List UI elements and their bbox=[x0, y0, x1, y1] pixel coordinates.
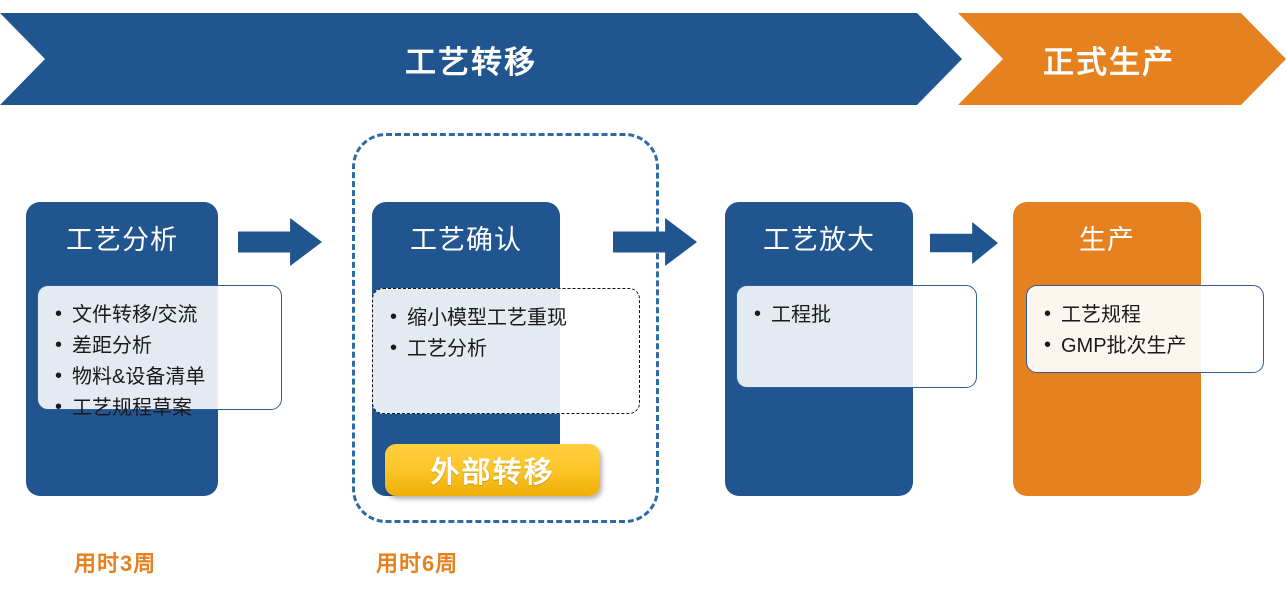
stage-process-confirmation-bullets: 缩小模型工艺重现 工艺分析 bbox=[372, 288, 640, 414]
list-item: 物料&设备清单 bbox=[55, 361, 271, 393]
right-block-arrow-icon-3 bbox=[930, 222, 998, 264]
duration-label-stage-1: 用时3周 bbox=[74, 551, 157, 576]
list-item: 文件转移/交流 bbox=[55, 299, 271, 331]
stage-production-bullets: 工艺规程 GMP批次生产 bbox=[1026, 285, 1264, 373]
banner-segment-label: 正式生产 bbox=[1043, 44, 1175, 80]
list-item: 缩小模型工艺重现 bbox=[390, 302, 629, 334]
stage-process-scale-up-bullets: 工程批 bbox=[736, 285, 977, 388]
right-block-arrow-icon-1 bbox=[238, 218, 322, 266]
list-item: 差距分析 bbox=[55, 330, 271, 362]
list-item: 工艺规程 bbox=[1044, 299, 1253, 331]
stage-title: 工艺确认 bbox=[410, 225, 522, 255]
list-item: GMP批次生产 bbox=[1044, 330, 1253, 362]
list-item: 工艺规程草案 bbox=[55, 392, 271, 424]
external-transfer-badge[interactable]: 外部转移 bbox=[385, 444, 600, 496]
duration-label-stage-2: 用时6周 bbox=[376, 551, 459, 576]
banner-segment-process-transfer[interactable]: 工艺转移 bbox=[0, 13, 962, 105]
list-item: 工程批 bbox=[754, 299, 966, 331]
external-transfer-group-frame bbox=[352, 133, 659, 523]
banner-segment-label: 工艺转移 bbox=[405, 44, 537, 80]
stage-title: 工艺分析 bbox=[66, 225, 178, 255]
banner-segment-formal-production[interactable]: 正式生产 bbox=[958, 13, 1286, 105]
list-item: 工艺分析 bbox=[390, 333, 629, 365]
phase-banner: 工艺转移 正式生产 bbox=[0, 13, 1286, 105]
stage-process-analysis-bullets: 文件转移/交流 差距分析 物料&设备清单 工艺规程草案 bbox=[37, 285, 282, 423]
stage-title: 工艺放大 bbox=[763, 225, 875, 255]
external-transfer-badge-label: 外部转移 bbox=[430, 457, 555, 489]
stage-title: 生产 bbox=[1079, 225, 1135, 255]
